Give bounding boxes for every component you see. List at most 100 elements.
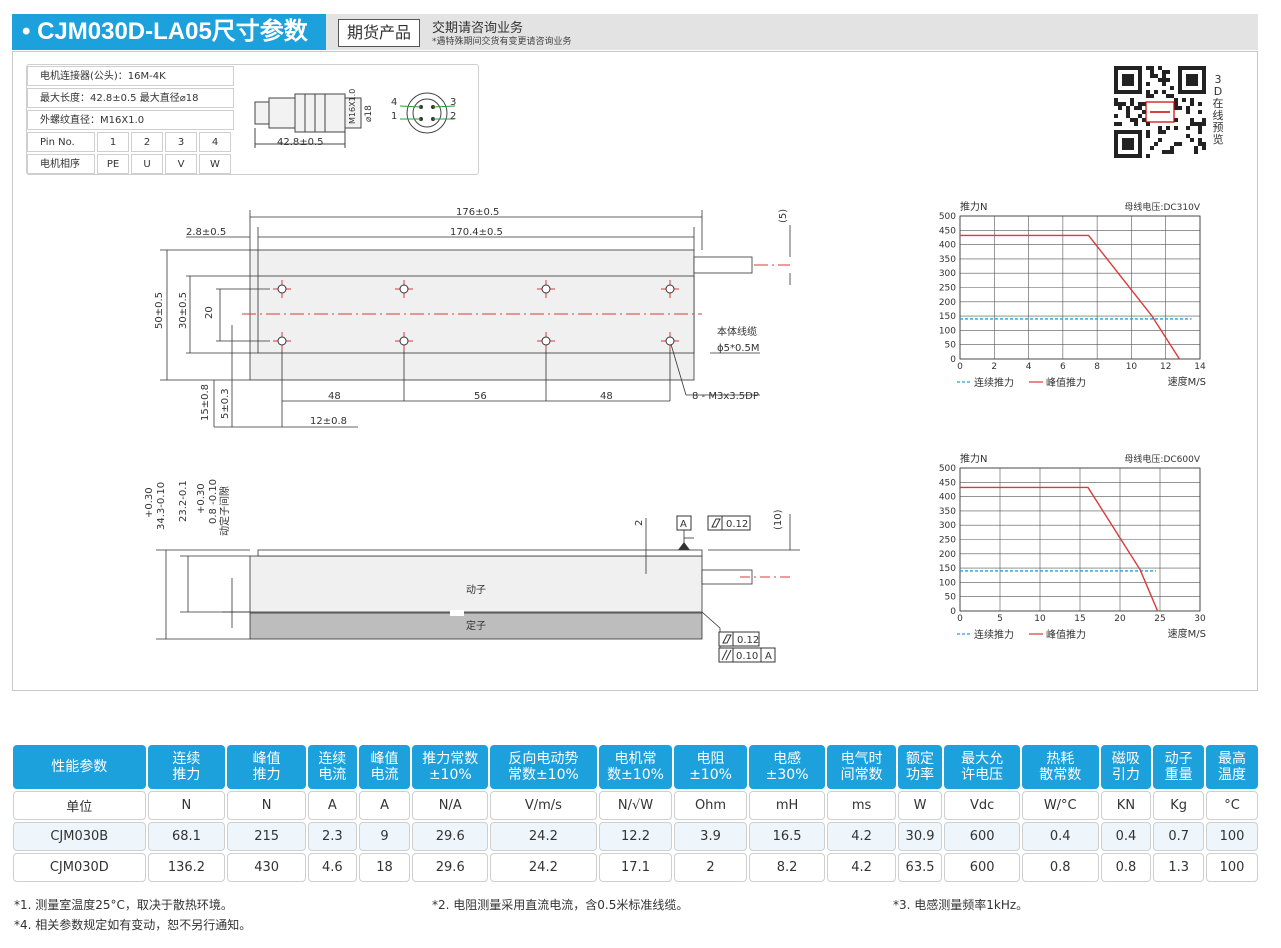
dim-height: 50±0.5	[154, 292, 165, 329]
flatness-value: 0.12	[726, 519, 748, 530]
header-line: 反向电动势	[508, 751, 579, 767]
column-header: 最大允许电压	[944, 745, 1020, 789]
table-cell: 600	[944, 822, 1020, 851]
header-line: ±30%	[765, 767, 809, 783]
header-line: 引力	[1111, 767, 1140, 783]
table-cell: V/m/s	[490, 791, 597, 820]
connector-cable-end	[254, 101, 270, 125]
connector-spec-box	[26, 64, 479, 175]
table-cell: mH	[748, 791, 826, 820]
x-axis-label: 速度M/S	[1168, 627, 1206, 640]
y-tick-label: 500	[939, 212, 956, 222]
pin-cell: 3	[165, 132, 197, 152]
x-tick-label: 6	[1060, 362, 1066, 372]
y-tick-label: 400	[939, 493, 956, 503]
column-header: 热耗散常数	[1021, 745, 1099, 789]
performance-table: 性能参数连续推力峰值推力连续电流峰值电流推力常数±10%反向电动势常数±10%电…	[11, 743, 1260, 884]
x-tick-label: 0	[957, 362, 963, 372]
x-tick-label: 2	[991, 362, 997, 372]
header-line: 温度	[1218, 767, 1247, 783]
dim-edge: 2.8±0.5	[186, 227, 226, 238]
table-cell: 29.6	[412, 822, 489, 851]
table-cell: 2.3	[307, 822, 357, 851]
table-cell: 100	[1206, 822, 1258, 851]
header-line: 电流	[370, 767, 399, 783]
dim-pitch2: 56	[474, 391, 487, 402]
column-header: 电机常数±10%	[598, 745, 673, 789]
footnote-4: *4. 相关参数规定如有变动，恕不另行通知。	[14, 918, 252, 932]
y-axis-label: 推力N	[960, 200, 987, 213]
footnote-3: *3. 电感测量频率1kHz。	[893, 898, 1029, 912]
column-header: 峰值推力	[227, 745, 306, 789]
column-header: 电阻±10%	[674, 745, 747, 789]
qr-code[interactable]	[1114, 66, 1206, 158]
pin-cell: 1	[97, 132, 129, 152]
pin-label: 1	[391, 111, 397, 122]
status-badge: 期货产品	[338, 19, 421, 47]
x-tick-label: 15	[1074, 614, 1085, 624]
table-cell: CJM030B	[13, 822, 146, 851]
table-cell: 4.6	[307, 853, 357, 882]
table-cell: 136.2	[147, 853, 226, 882]
x-tick-label: 14	[1194, 362, 1206, 372]
header-line: 动子	[1164, 751, 1193, 767]
dim-offset: 12±0.8	[310, 416, 347, 427]
header-line: 连续	[318, 751, 347, 767]
x-tick-label: 4	[1026, 362, 1032, 372]
connector-thread-row: 外螺纹直径：M16X1.0	[27, 110, 234, 130]
bus-voltage-label: 母线电压:DC600V	[1124, 453, 1200, 465]
table-cell: 24.2	[490, 822, 597, 851]
table-cell: 430	[227, 853, 306, 882]
y-axis-label: 推力N	[960, 452, 987, 465]
y-tick-label: 350	[939, 507, 956, 517]
connector-nut	[294, 93, 346, 133]
legend-label: 连续推力	[974, 628, 1014, 641]
y-tick-label: 250	[939, 284, 956, 294]
table-cell: A	[307, 791, 357, 820]
phase-cell: PE	[97, 154, 129, 174]
lead-time-note: 交期请咨询业务	[432, 21, 524, 36]
pin-label: 4	[391, 97, 397, 108]
header-line: 峰值	[370, 751, 399, 767]
table-cell: N/√W	[598, 791, 673, 820]
dim-gap: 0.8 -0.10	[208, 479, 219, 524]
parallelism-value: 0.10	[736, 651, 758, 662]
table-cell: CJM030D	[13, 853, 146, 882]
dim-cable-side: (10)	[773, 509, 784, 530]
dim-mover-height: 23.2-0.1	[178, 480, 189, 522]
mounting-hole	[541, 336, 551, 346]
connector-thread-dim: M16X1.0	[348, 89, 357, 124]
dim-cable-top: (5)	[778, 209, 789, 223]
table-cell: 24.2	[490, 853, 597, 882]
flatness-icon	[711, 518, 721, 528]
column-header: 峰值电流	[358, 745, 411, 789]
gap-label: 动定子间隙	[218, 486, 231, 536]
dim-total-tol: +0.30	[144, 487, 155, 518]
stator-label: 定子	[466, 619, 486, 632]
dim-inner-height: 30±0.5	[178, 292, 189, 329]
table-cell: 8.2	[748, 853, 826, 882]
connector-type-row: 电机连接器(公头)：16M-4K	[27, 66, 234, 86]
header-line: 最大允	[961, 751, 1004, 767]
page-title: • CJM030D-LA05尺寸参数	[12, 14, 326, 50]
y-tick-label: 300	[939, 269, 956, 279]
table-cell: 30.9	[897, 822, 943, 851]
y-tick-label: 0	[950, 607, 956, 617]
y-tick-label: 450	[939, 478, 956, 488]
connector-body	[268, 97, 296, 129]
cable-spec: ϕ5*0.5M	[717, 343, 760, 354]
top-view-drawing: 176±0.5 170.4±0.5 2.8±0.5 50±0.5 30±0.5 …	[154, 207, 791, 428]
parallelism-datum: A	[765, 651, 772, 662]
x-tick-label: 25	[1154, 614, 1165, 624]
x-tick-label: 10	[1034, 614, 1046, 624]
header-line: 推力	[172, 767, 201, 783]
table-cell: W/°C	[1021, 791, 1099, 820]
header-line: 磁吸	[1111, 751, 1140, 767]
table-cell: 215	[227, 822, 306, 851]
cable-side	[701, 569, 753, 585]
x-tick-label: 12	[1160, 362, 1171, 372]
table-cell: 68.1	[147, 822, 226, 851]
table-cell: 16.5	[748, 822, 826, 851]
header-line: 重量	[1164, 767, 1193, 783]
